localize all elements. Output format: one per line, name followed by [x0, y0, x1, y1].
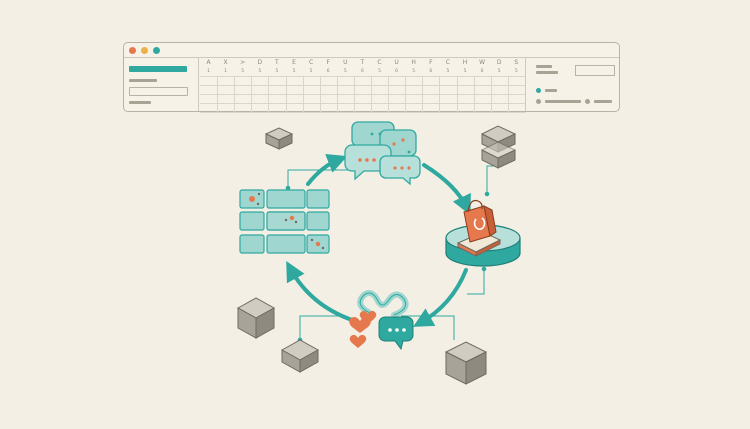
minimize-dot-icon — [141, 47, 148, 54]
column-header[interactable]: C — [445, 59, 450, 66]
chat-bubbles-node — [344, 121, 421, 186]
shopping-platform-node — [445, 199, 521, 267]
column-header[interactable]: W — [479, 59, 486, 66]
row-number: 5 — [275, 69, 279, 74]
row-number: 5 — [497, 69, 501, 74]
row-number: 6 — [326, 69, 330, 74]
close-dot-icon — [129, 47, 136, 54]
window-titlebar — [124, 43, 619, 58]
maximize-dot-icon — [153, 47, 160, 54]
cube-icon — [280, 339, 320, 373]
row-number: 5 — [514, 69, 518, 74]
arrow-chat-to-shop — [422, 163, 471, 216]
column-header[interactable]: D — [257, 59, 263, 66]
row-number: 5 — [241, 69, 245, 74]
row-number: 1 — [224, 69, 228, 74]
data-grid-node — [239, 189, 330, 254]
column-header[interactable]: F — [429, 59, 433, 66]
cycle-arrows — [286, 154, 471, 327]
column-header[interactable]: U — [394, 59, 399, 66]
column-header[interactable]: D — [496, 59, 502, 66]
pane-input[interactable] — [575, 65, 615, 76]
cube-icon — [236, 297, 276, 339]
row-number: 6 — [480, 69, 484, 74]
row-number: 5 — [258, 69, 262, 74]
column-header[interactable]: C — [377, 59, 382, 66]
column-header[interactable]: T — [275, 59, 279, 66]
column-header[interactable]: E — [292, 59, 296, 66]
sidebar-input[interactable] — [129, 87, 188, 96]
column-header[interactable]: X — [223, 59, 228, 66]
grid-line — [200, 76, 526, 77]
pane-line — [536, 71, 558, 74]
arrow-feedback-to-grid — [286, 260, 354, 322]
sidebar-line — [129, 79, 157, 82]
column-header[interactable]: A — [206, 59, 211, 66]
cube-icon — [264, 127, 294, 150]
pane-line — [594, 100, 612, 103]
heart-icon — [349, 334, 367, 348]
grid-line — [200, 103, 526, 104]
stacked-cubes-icon — [480, 125, 517, 169]
feedback-node — [349, 290, 414, 351]
sidebar-line — [129, 101, 151, 104]
arrow-grid-to-chat — [306, 154, 348, 186]
row-number: 6 — [429, 69, 433, 74]
pane-line — [545, 100, 581, 103]
pane-line — [536, 65, 552, 68]
pane-dot-icon — [536, 88, 541, 93]
column-header[interactable]: H — [462, 59, 468, 66]
grid-line — [200, 112, 526, 113]
row-number: 1 — [207, 69, 210, 74]
chat-bubble-bottom-icon — [379, 155, 421, 186]
heart-icon — [359, 310, 377, 324]
column-header[interactable]: F — [326, 59, 330, 66]
properties-pane — [525, 57, 619, 111]
row-number: 5 — [412, 69, 416, 74]
grid-line — [200, 94, 526, 95]
sidebar-pane — [124, 57, 199, 111]
row-number: 5 — [343, 69, 347, 74]
column-header[interactable]: H — [411, 59, 416, 66]
column-header[interactable]: S — [514, 59, 519, 66]
spreadsheet-grid: A X > D T E C F U T C U H F C H W D S 1 1 5 5 5 5 5 6 5 6 5 6 5 6 5 5 6 5 5 — [200, 58, 526, 113]
pane-dot-icon — [536, 99, 541, 104]
row-number: 5 — [446, 69, 450, 74]
grid-line — [200, 85, 526, 86]
arrow-shop-to-feedback — [413, 268, 468, 327]
pane-dot-icon — [585, 99, 590, 104]
row-number: 6 — [360, 69, 364, 74]
row-number: 5 — [309, 69, 313, 74]
row-number: 5 — [463, 69, 467, 74]
chat-bubble-feedback-icon — [378, 316, 414, 351]
column-header[interactable]: C — [308, 59, 314, 66]
row-number: 5 — [292, 69, 296, 74]
column-header[interactable]: T — [360, 59, 365, 66]
row-number: 6 — [395, 69, 399, 74]
cube-icon — [444, 341, 488, 385]
spreadsheet-window: A X > D T E C F U T C U H F C H W D S 1 1 5 5 5 5 5 6 5 6 5 6 5 6 5 5 6 5 5 — [123, 42, 620, 113]
row-number: 5 — [378, 69, 381, 74]
shopping-bag-icon — [463, 199, 497, 243]
pane-line — [545, 89, 557, 92]
sidebar-active-bar — [129, 66, 187, 72]
column-header[interactable]: U — [343, 59, 348, 66]
column-header[interactable]: > — [240, 59, 246, 66]
